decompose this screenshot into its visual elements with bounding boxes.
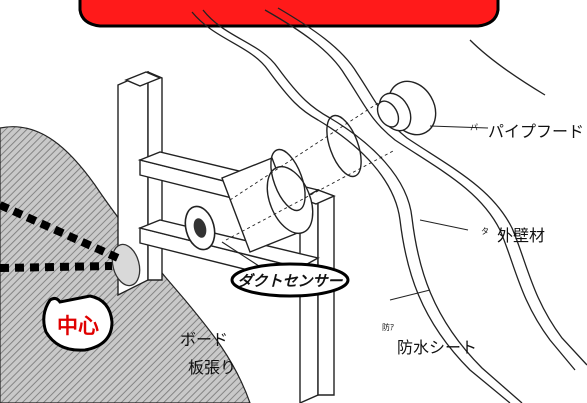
pipe-hood-prefix: パ: [470, 123, 478, 132]
board-label-line2: 板張り: [188, 358, 237, 377]
duct-pipe: [221, 157, 314, 253]
center-label: 中心: [57, 314, 99, 338]
center-callout: 中心: [42, 294, 114, 352]
duct-sensor-callout: ダクトセンサー: [230, 262, 350, 298]
duct-sensor-disc: [184, 205, 216, 251]
center-leader-lines: [0, 201, 120, 272]
pipe-rings: [225, 91, 396, 241]
waterproof-sheet-label: 防水シート: [397, 338, 478, 357]
pipe-hood-label: パイプフード: [488, 122, 585, 141]
exterior-wall-prefix: タ: [481, 227, 489, 236]
board-label-line1: ボード: [180, 330, 229, 349]
exterior-wall-label: 外壁材: [497, 226, 546, 245]
pipe-hood: [376, 80, 437, 136]
duct-sensor-label: ダクトセンサー: [237, 272, 343, 290]
title-banner: [78, 0, 500, 28]
waterproof-sheet-prefix: 防ｱ: [382, 323, 394, 332]
label-leaders: [221, 125, 489, 301]
center-mark-disc: [111, 243, 141, 287]
